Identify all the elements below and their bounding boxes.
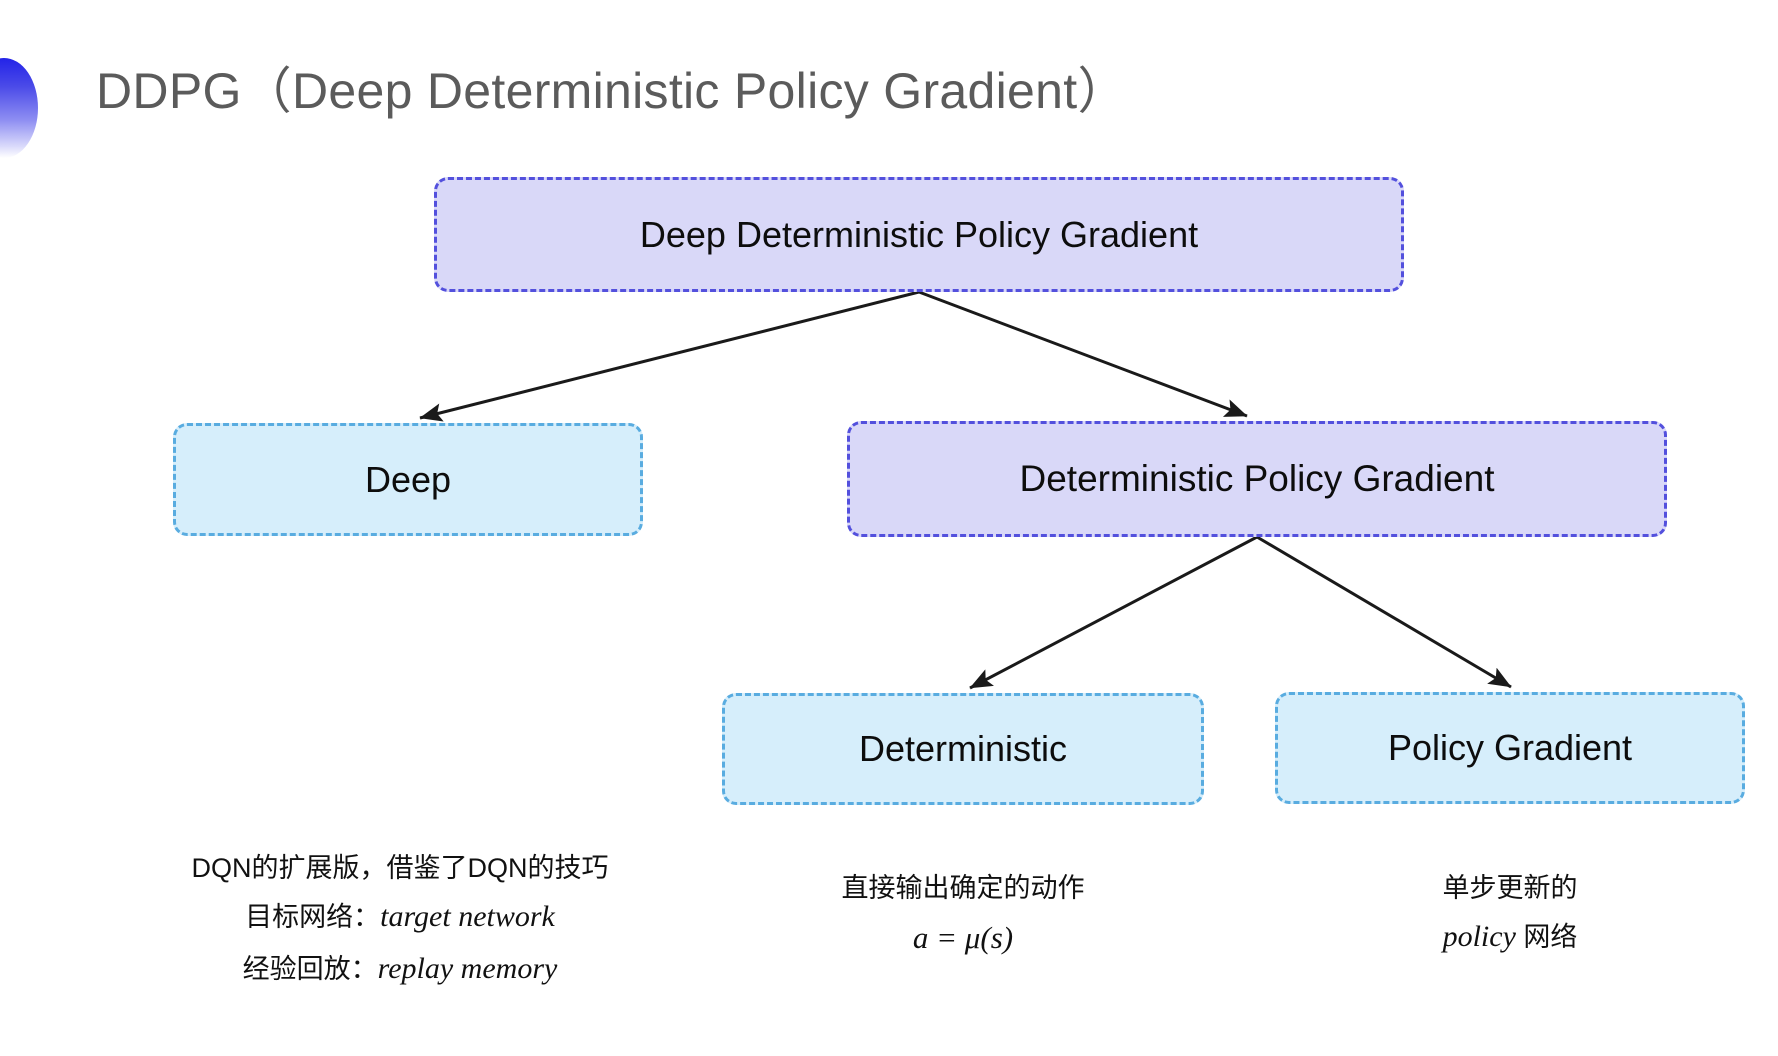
caption-deep-line2-term: target network: [380, 900, 555, 934]
node-label: Deterministic: [858, 728, 1068, 770]
node-label: Deep Deterministic Policy Gradient: [639, 213, 1199, 255]
node-policy-gradient[interactable]: Policy Gradient: [1275, 692, 1745, 804]
node-deterministic[interactable]: Deterministic: [722, 693, 1204, 805]
node-deep-deterministic-policy-gradient[interactable]: Deep Deterministic Policy Gradient: [434, 177, 1404, 292]
caption-deep-line3: 经验回放：replay memory: [100, 943, 700, 995]
page-title: DDPG（Deep Deterministic Policy Gradient）: [96, 63, 1128, 119]
caption-deep-line2-label: 目标网络：: [245, 902, 381, 933]
caption-deterministic-line1: 直接输出确定的动作: [841, 873, 1085, 903]
caption-deep-line3-term: replay memory: [377, 952, 558, 986]
caption-policy-gradient-line1: 单步更新的: [1442, 873, 1578, 903]
node-label: Deterministic Policy Gradient: [1019, 457, 1495, 499]
node-label: Deep: [364, 458, 452, 500]
half-circle-gradient-bullet-icon: [0, 58, 38, 158]
node-deep[interactable]: Deep: [173, 423, 643, 536]
caption-deterministic: 直接输出确定的动作 a = μ(s): [728, 865, 1198, 965]
edge-dpg-to-deterministic: [969, 535, 1258, 690]
node-label: Policy Gradient: [1387, 727, 1633, 769]
caption-deep-line2: 目标网络：target network: [100, 891, 700, 943]
edge-dpg-to-policy-gradient: [1256, 535, 1512, 689]
caption-policy-gradient-suffix: 网络: [1515, 922, 1578, 953]
caption-policy-gradient-line2: policy 网络: [1270, 911, 1750, 963]
edge-root-to-deep: [419, 290, 920, 422]
edge-root-to-dpg: [918, 290, 1248, 418]
caption-policy-gradient-term: policy: [1442, 920, 1516, 954]
caption-deterministic-formula: a = μ(s): [912, 920, 1014, 956]
caption-policy-gradient: 单步更新的 policy 网络: [1270, 865, 1750, 963]
node-deterministic-policy-gradient[interactable]: Deterministic Policy Gradient: [847, 421, 1667, 537]
caption-deep: DQN的扩展版，借鉴了DQN的技巧 目标网络：target network 经验…: [100, 845, 700, 995]
caption-deep-line3-label: 经验回放：: [242, 954, 378, 985]
caption-deep-line1: DQN的扩展版，借鉴了DQN的技巧: [191, 853, 609, 883]
